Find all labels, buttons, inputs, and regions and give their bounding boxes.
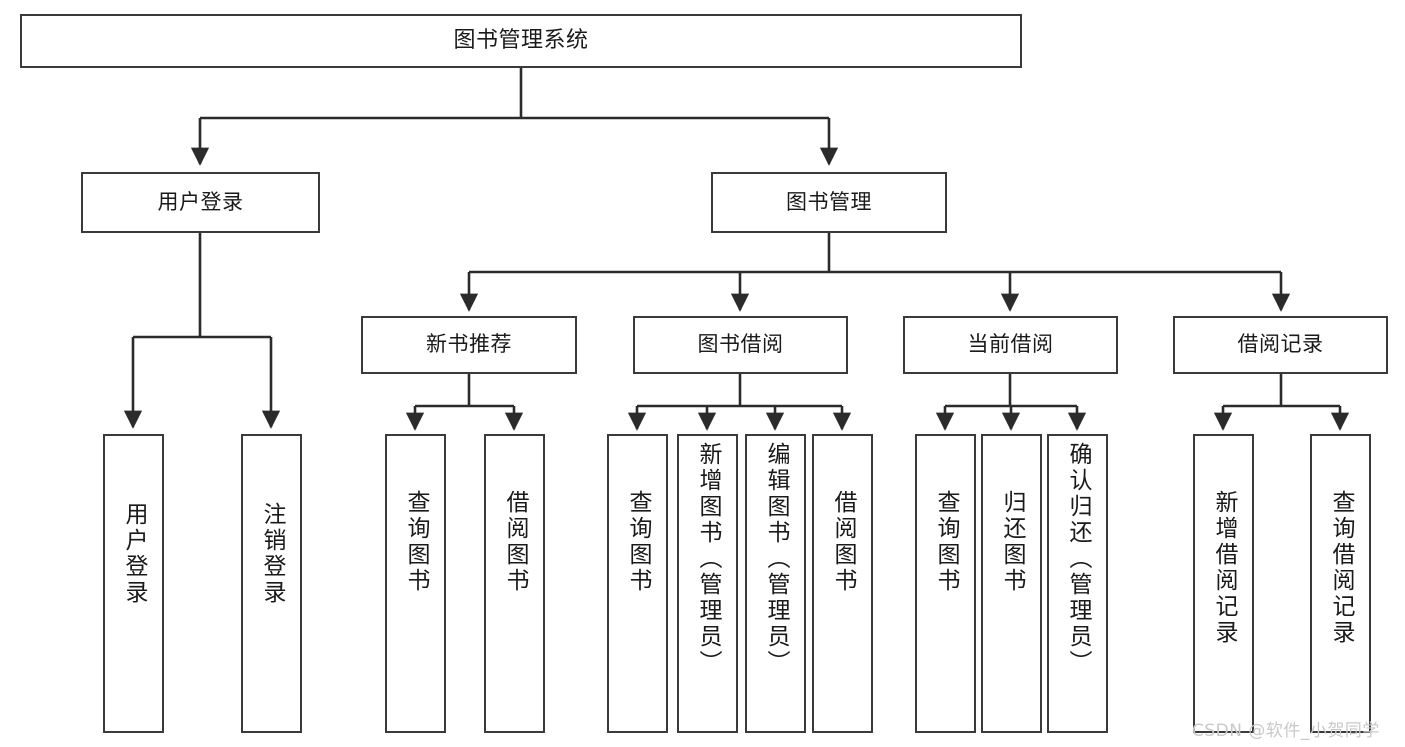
node-label: 查询图书 xyxy=(403,490,429,594)
leaf-current-query-book[interactable]: 查询图书 xyxy=(915,434,976,733)
leaf-newbook-borrow-book[interactable]: 借阅图书 xyxy=(484,434,545,733)
leaf-record-add-borrow-record[interactable]: 新增借阅记录 xyxy=(1193,434,1254,733)
watermark: CSDN @软件_小贺同学 xyxy=(1192,721,1380,741)
node-label: 当前借阅 xyxy=(967,332,1054,357)
leaf-borrow-add-book-admin[interactable]: 新增图书（管理员） xyxy=(677,434,738,733)
leaf-user-login[interactable]: 用户登录 xyxy=(103,434,164,733)
node-book-management[interactable]: 图书管理 xyxy=(711,172,947,233)
node-new-book-recommend[interactable]: 新书推荐 xyxy=(361,316,577,374)
node-label: 归还图书 xyxy=(999,490,1025,594)
node-borrow-record[interactable]: 借阅记录 xyxy=(1173,316,1388,374)
node-label: 查询图书 xyxy=(625,490,651,594)
node-label: 新增借阅记录 xyxy=(1211,490,1237,646)
node-label: 图书借阅 xyxy=(697,332,784,357)
leaf-user-logout[interactable]: 注销登录 xyxy=(241,434,302,733)
leaf-borrow-edit-book-admin[interactable]: 编辑图书（管理员） xyxy=(745,434,806,733)
node-label: 确认归还（管理员） xyxy=(1065,442,1091,676)
node-label: 借阅图书 xyxy=(502,490,528,594)
node-root-system[interactable]: 图书管理系统 xyxy=(20,14,1022,68)
leaf-current-confirm-return-admin[interactable]: 确认归还（管理员） xyxy=(1047,434,1108,733)
leaf-borrow-borrow-book[interactable]: 借阅图书 xyxy=(812,434,873,733)
node-label: 图书管理 xyxy=(786,189,872,214)
node-label: 借阅记录 xyxy=(1237,332,1324,357)
node-label: 用户登录 xyxy=(157,189,244,214)
node-label: 查询图书 xyxy=(933,490,959,594)
node-label: 新增图书（管理员） xyxy=(695,442,721,676)
node-label: 注销登录 xyxy=(259,502,285,606)
node-label: 查询借阅记录 xyxy=(1328,490,1354,646)
leaf-borrow-query-book[interactable]: 查询图书 xyxy=(607,434,668,733)
node-label: 编辑图书（管理员） xyxy=(763,442,789,676)
leaf-newbook-query-book[interactable]: 查询图书 xyxy=(385,434,446,733)
node-current-borrow[interactable]: 当前借阅 xyxy=(903,316,1118,374)
node-label: 借阅图书 xyxy=(830,490,856,594)
node-label: 用户登录 xyxy=(121,502,147,606)
node-user-login[interactable]: 用户登录 xyxy=(81,172,320,233)
node-label: 新书推荐 xyxy=(426,332,512,357)
leaf-record-query-borrow-record[interactable]: 查询借阅记录 xyxy=(1310,434,1371,733)
leaf-current-return-book[interactable]: 归还图书 xyxy=(981,434,1042,733)
node-label: 图书管理系统 xyxy=(453,27,589,53)
node-book-borrow[interactable]: 图书借阅 xyxy=(633,316,848,374)
